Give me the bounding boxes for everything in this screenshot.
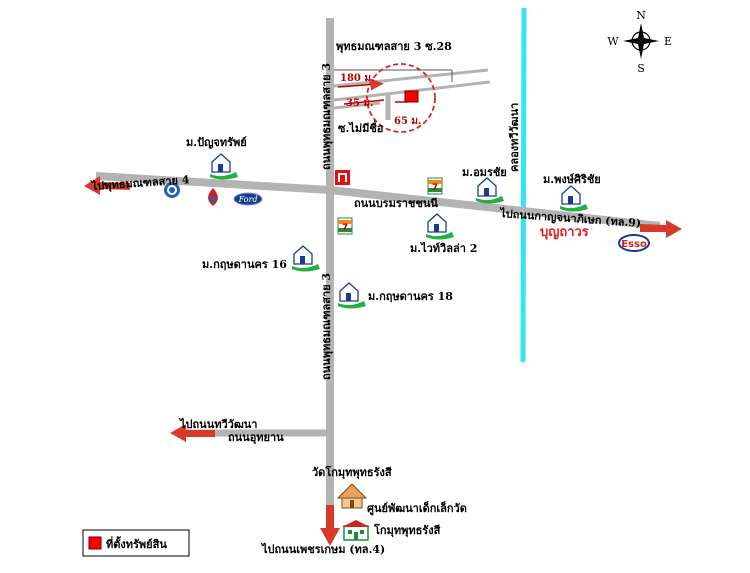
compass-n: N <box>636 9 646 22</box>
label-m-krisdanakorn18: ม.กฤษดานคร 18 <box>368 290 453 303</box>
arrow-to-phetkasem <box>320 505 340 546</box>
house-icon-panjasap <box>210 153 238 180</box>
house-icon-pongsirichai <box>560 185 588 212</box>
temple-icon <box>336 483 368 509</box>
label-wat: วัดโกมุทพุทธรังสี <box>312 465 392 480</box>
ford-label: Ford <box>238 195 258 204</box>
label-road-phutthamonthon3-bottom: ถนนพุทธมณฑลสาย 3 <box>320 273 334 380</box>
distance-arrow-180 <box>337 78 384 91</box>
gas-station-icon <box>164 182 180 198</box>
label-soi28: พุทธมณฑลสาย 3 ซ.28 <box>336 40 452 54</box>
house-icon-wiseville2 <box>426 213 454 240</box>
khlong-line <box>520 7 527 363</box>
property-marker <box>404 90 419 103</box>
seven-eleven-icon-south: 7 <box>337 217 353 235</box>
label-dist-35: 35 ม. <box>346 98 373 109</box>
label-m-panjasap: ม.ปัญจทรัพย์ <box>186 136 247 149</box>
property-radius-circle <box>366 63 436 133</box>
label-road-phutthamonthon3-top: ถนนพุทธมณฑลสาย 3 <box>320 63 334 170</box>
house-icon-krisdanakorn18 <box>338 282 366 309</box>
label-khlong: คลองทวีวัฒนา <box>508 103 521 172</box>
svg-text:7: 7 <box>342 223 348 233</box>
arrow-to-thawiwatthana <box>170 424 215 442</box>
label-school: โกมุทพุทธรังสี <box>373 523 441 538</box>
arrow-to-kanchanaphisek <box>640 220 682 238</box>
esso-icon: Esso <box>618 234 650 252</box>
compass-w: W <box>607 35 619 48</box>
esso-label: Esso <box>621 239 647 250</box>
distance-arrow-35 <box>343 99 385 105</box>
school-icon <box>342 520 370 541</box>
label-to-thawiwatthana: ไปถนนทวีวัฒนา <box>178 417 257 431</box>
label-m-amonchai: ม.อมรชัย <box>462 166 507 179</box>
legend-property-swatch <box>88 536 102 550</box>
ptt-icon <box>208 188 218 206</box>
compass-s: S <box>637 62 645 75</box>
label-soi-noname: ซ.ไม่มีชื่อ <box>338 120 383 135</box>
legend-property-label: ที่ตั้งทรัพย์สิน <box>106 536 167 551</box>
label-road-borom: ถนนบรมราชชนนี <box>354 197 438 210</box>
store-icon-red <box>335 170 350 185</box>
label-to-phetkasem: ไปถนนเพชรเกษม (ทล.4) <box>260 542 385 556</box>
compass-rose: N S E W <box>607 9 672 75</box>
label-boonthavorn: บุญถาวร <box>540 225 589 240</box>
label-road-uthayan: ถนนอุทยาน <box>228 431 284 445</box>
label-m-pongsirichai: ม.พงษ์ศิริชัย <box>543 173 601 186</box>
label-dist-180: 180 ม. <box>340 73 374 84</box>
arrow-to-phutthamonthon4 <box>84 176 130 195</box>
seven-eleven-icon-north: 7 <box>427 177 443 195</box>
ford-icon: Ford <box>233 192 263 206</box>
legend: ที่ตั้งทรัพย์สิน <box>82 529 190 557</box>
house-icon-amonchai <box>476 177 504 204</box>
compass-e: E <box>664 35 672 48</box>
label-dist-65: 65 ม. <box>394 116 421 127</box>
label-m-krisdanakorn16: ม.กฤษดานคร 16 <box>202 258 287 271</box>
svg-text:7: 7 <box>432 183 438 193</box>
label-child-center: ศูนย์พัฒนาเด็กเล็กวัด <box>367 501 467 516</box>
label-m-wiseville2: ม.ไวท์วิลล่า 2 <box>410 241 477 255</box>
house-icon-krisdanakorn16 <box>292 245 320 272</box>
